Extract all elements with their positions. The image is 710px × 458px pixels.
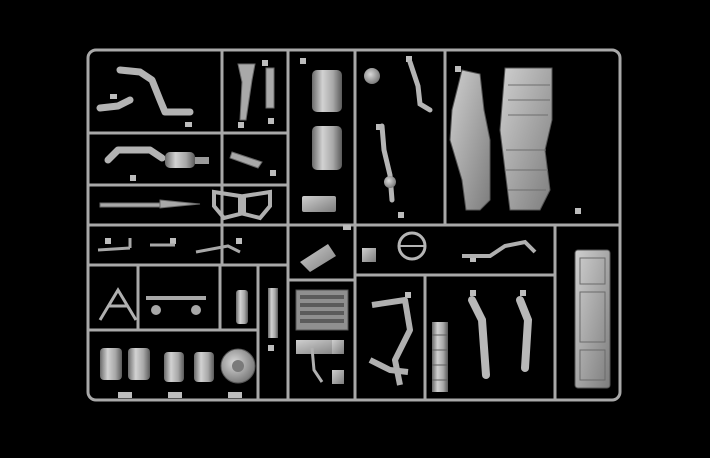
air-tank-4 [194, 352, 214, 382]
small-box [362, 248, 376, 262]
steering-wheel [397, 231, 427, 261]
fuel-tank-upper [312, 70, 342, 112]
cab-rear-panel [499, 67, 553, 211]
sprue-frame [86, 48, 622, 402]
a-frame [98, 287, 138, 321]
air-brackets [146, 296, 206, 315]
small-brackets [99, 63, 275, 209]
shock-absorber [236, 290, 248, 324]
small-block-b [332, 370, 344, 384]
cab-panel-ribs [506, 84, 550, 191]
air-tank-2 [128, 348, 150, 380]
door-panel-details [579, 257, 606, 381]
seat-frames [212, 189, 272, 221]
side-rail-bar [268, 288, 278, 338]
small-rods [97, 238, 241, 254]
exhaust-stacks [468, 296, 533, 379]
fuel-tank-lower [312, 126, 342, 170]
muffler-end [195, 157, 209, 164]
bumper-arms [368, 297, 413, 386]
u-joint [384, 176, 396, 188]
air-tank-3 [164, 352, 184, 382]
chassis-rail [432, 322, 448, 392]
gate-tabs [105, 56, 581, 398]
air-tank-1 [100, 348, 122, 380]
hub-part [364, 68, 380, 84]
grille-slots [300, 295, 344, 323]
battery-box [302, 196, 336, 212]
steering-linkage [462, 239, 537, 258]
exhaust-pipes [96, 66, 194, 164]
cab-side-panel [449, 69, 491, 211]
rail-notches [432, 334, 448, 381]
small-block-a [332, 340, 344, 354]
hook-part [310, 347, 324, 383]
headlight-bracket [300, 244, 336, 272]
spare-wheel-hub [232, 360, 244, 372]
muffler [165, 152, 195, 168]
